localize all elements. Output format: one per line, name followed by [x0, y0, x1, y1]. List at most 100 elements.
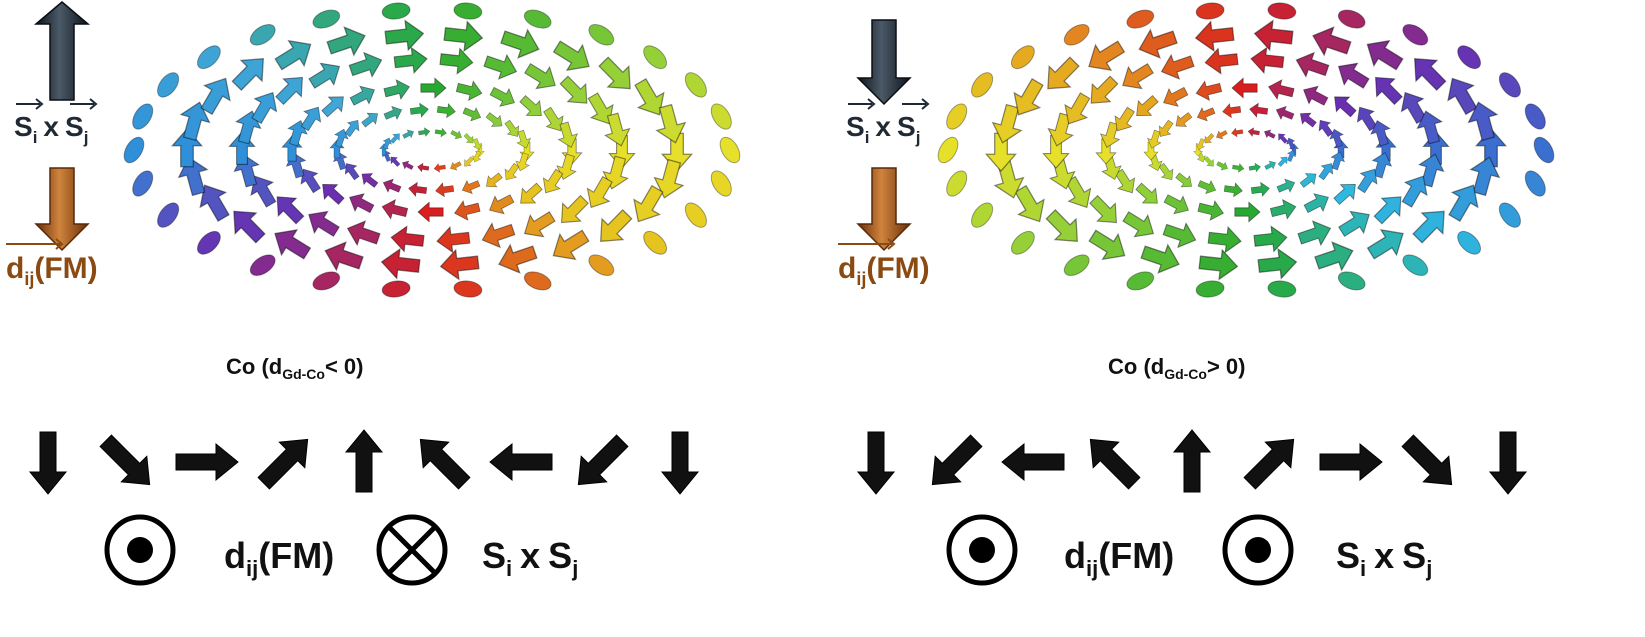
arrow-shape-icon — [472, 150, 482, 163]
spin-arrow-icon — [1276, 178, 1296, 193]
arrow-shape-icon — [1469, 156, 1501, 197]
spin-arrow-icon — [1197, 200, 1225, 221]
spin-arrow-icon — [1267, 79, 1295, 100]
arrow-shape-icon — [1338, 210, 1370, 238]
arrow-shape-icon — [1047, 112, 1074, 147]
spin-arrow-icon — [300, 106, 322, 132]
spin-arrow-icon — [500, 28, 540, 59]
arrow-shape-icon — [1448, 184, 1479, 222]
spin-arrow-icon — [349, 193, 375, 214]
spin-arrow-icon — [418, 127, 431, 137]
spin-chain-arrow-icon — [1401, 434, 1453, 486]
arrow-shape-icon — [274, 39, 312, 71]
arrow-shape-icon — [1136, 94, 1159, 116]
spin-arrow-icon — [384, 19, 425, 52]
spin-arrow-icon — [1223, 182, 1243, 198]
arrow-shape-icon — [1329, 128, 1344, 148]
arrow-shape-icon — [99, 434, 151, 486]
spin-arrow-icon — [275, 76, 303, 106]
arrow-shape-icon — [489, 86, 515, 107]
arrow-shape-icon — [1312, 26, 1352, 57]
spin-arrow-icon — [382, 178, 402, 193]
spin-arrow-icon — [1247, 127, 1260, 137]
spin-arrow-icon — [321, 96, 344, 118]
spin-chain-arrow-icon — [344, 429, 384, 493]
arrow-shape-icon — [542, 168, 564, 194]
spin-disc-icon — [249, 254, 276, 276]
arrow-shape-icon — [1163, 86, 1189, 107]
arrow-shape-icon — [1318, 163, 1334, 181]
arrow-shape-icon — [381, 198, 409, 220]
arrow-shape-icon — [1318, 119, 1334, 138]
arrow-shape-icon — [462, 107, 482, 122]
spin-arrow-icon — [1314, 241, 1354, 272]
spin-arrow-icon — [1248, 162, 1261, 173]
spin-arrow-icon — [390, 133, 400, 144]
arrow-shape-icon — [1223, 182, 1243, 198]
spin-disc-icon — [1010, 45, 1035, 70]
spin-disc-icon — [132, 103, 154, 130]
spin-arrow-icon — [1064, 92, 1091, 125]
spin-arrow-icon — [516, 129, 532, 149]
spin-disc-icon — [971, 202, 994, 228]
spin-disc-icon — [1402, 254, 1429, 276]
arrow-shape-icon — [1297, 220, 1332, 247]
arrow-shape-icon — [489, 442, 553, 482]
arrow-shape-icon — [1488, 431, 1528, 495]
spin-arrow-icon — [251, 91, 278, 125]
spin-arrow-icon — [1163, 86, 1189, 107]
arrow-shape-icon — [472, 138, 483, 151]
spin-arrow-icon — [1198, 248, 1239, 281]
spin-disc-icon — [1524, 103, 1546, 130]
spin-disc-icon — [312, 9, 341, 29]
arrow-shape-icon — [383, 79, 411, 100]
arrow-shape-icon — [382, 137, 392, 150]
vector-tip-icon — [35, 98, 44, 110]
spin-arrow-icon — [462, 107, 482, 122]
spin-disc-icon — [643, 230, 668, 255]
arrow-shape-icon — [1114, 168, 1136, 194]
arrow-shape-icon — [1194, 20, 1235, 53]
spin-arrow-icon — [557, 121, 579, 149]
arrow-shape-icon — [1175, 112, 1193, 127]
arrow-shape-icon — [450, 161, 462, 171]
arrow-shape-icon — [1099, 121, 1121, 149]
arrow-shape-icon — [1204, 156, 1214, 167]
spin-arrow-icon — [450, 130, 462, 140]
arrow-shape-icon — [598, 56, 631, 90]
spin-disc-icon — [523, 9, 552, 29]
spin-disc-icon — [1126, 9, 1155, 29]
spin-arrow-icon — [1158, 162, 1174, 181]
spin-arrow-icon — [1329, 128, 1344, 148]
arrow-shape-icon — [500, 28, 540, 59]
arrow-down-icon — [34, 167, 90, 252]
spin-arrow-icon — [439, 47, 474, 75]
spin-arrow-icon — [349, 85, 375, 106]
spin-arrow-icon — [1401, 175, 1428, 208]
spin-arrow-icon — [1412, 210, 1445, 244]
spin-arrow-icon — [463, 133, 474, 144]
spin-arrow-icon — [1303, 85, 1329, 106]
arrow-up-icon — [33, 1, 91, 101]
spin-arrow-icon — [483, 53, 518, 80]
spin-arrow-icon — [1196, 107, 1216, 122]
arrow-shape-icon — [179, 101, 211, 142]
arrow-shape-icon — [1333, 184, 1356, 206]
spin-arrow-icon — [1197, 179, 1217, 195]
spin-arrow-icon — [1231, 127, 1244, 138]
arrow-shape-icon — [321, 96, 344, 118]
spin-disc-icon — [1337, 9, 1366, 29]
arrow-shape-icon — [1175, 172, 1193, 188]
arrow-shape-icon — [463, 133, 474, 144]
spin-arrow-icon — [524, 62, 556, 90]
spin-arrow-icon — [552, 229, 590, 261]
vector-tip-icon — [887, 238, 896, 250]
arrow-shape-icon — [1277, 156, 1288, 167]
spin-arrow-icon — [1216, 161, 1228, 171]
spin-disc-icon — [937, 136, 959, 164]
arrow-shape-icon — [175, 442, 239, 482]
arrow-shape-icon — [1197, 200, 1225, 221]
arrow-shape-icon — [1216, 130, 1228, 140]
